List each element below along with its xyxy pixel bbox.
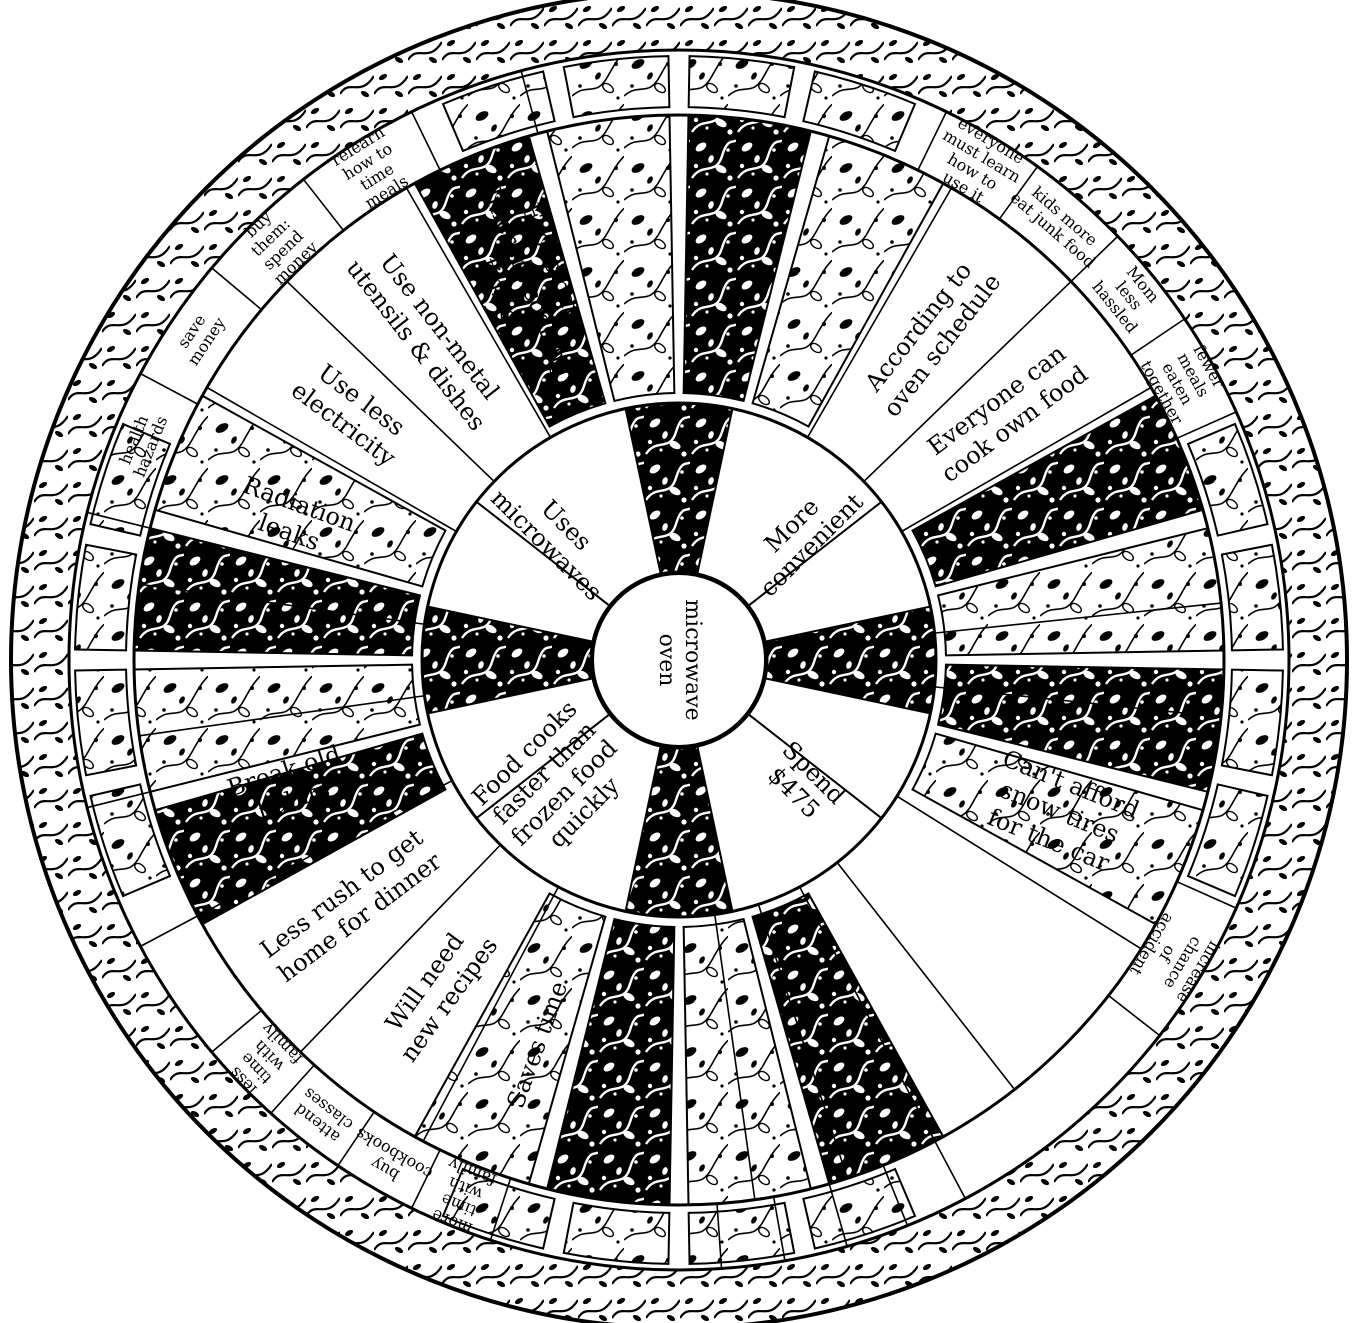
spoke-tile bbox=[1222, 670, 1283, 776]
spoke-tile bbox=[1222, 545, 1283, 651]
center-label-line: microwave bbox=[680, 599, 705, 720]
spoke-tile bbox=[75, 670, 136, 776]
spoke-tile bbox=[689, 1203, 795, 1264]
center-label-line: oven bbox=[654, 634, 679, 687]
spoke-tile bbox=[689, 56, 795, 117]
spoke-tile bbox=[75, 545, 136, 651]
spoke-tile bbox=[564, 56, 670, 117]
spoke-tile bbox=[564, 1203, 670, 1264]
